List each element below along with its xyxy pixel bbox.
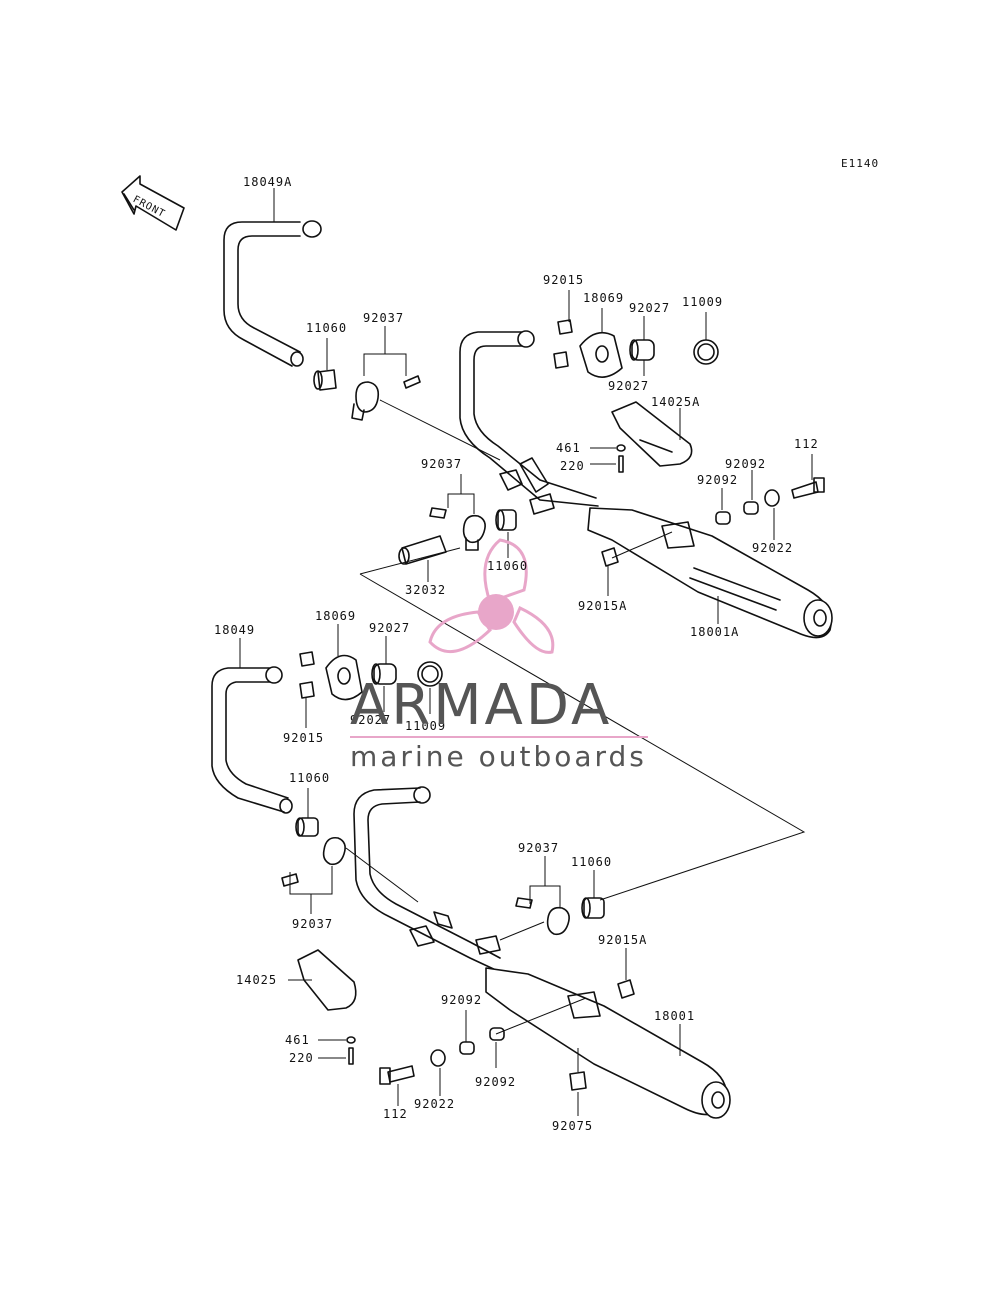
watermark-subtitle: marine outboards [350, 740, 647, 773]
part-label: 112 [794, 437, 819, 451]
part-label: 14025A [651, 395, 701, 409]
part-label: 92015 [283, 731, 325, 745]
part-label: 92092 [475, 1075, 517, 1089]
watermark-title: ARMADA [350, 673, 613, 738]
gasket-11060-c [295, 817, 319, 837]
heat-shield-14025a [611, 401, 693, 467]
washer-92022-b [430, 1049, 446, 1067]
part-label: 92022 [752, 541, 794, 555]
header-pipe-18049 [211, 666, 293, 814]
part-label: 11060 [487, 559, 529, 573]
part-label: 11060 [289, 771, 331, 785]
nut-92015a-b [617, 979, 635, 999]
flange-18069-b [325, 654, 363, 701]
part-label: 18049 [214, 623, 256, 637]
bolt-112-a [791, 477, 825, 499]
nut-92075 [569, 1071, 587, 1091]
part-label: 18049A [243, 175, 293, 189]
screw-220-a [618, 455, 624, 473]
flange-18069-a [579, 331, 623, 378]
muffler-18001 [485, 967, 731, 1119]
washer-461-a [616, 444, 626, 452]
part-label: 18001A [690, 625, 740, 639]
part-label: 92027 [350, 713, 392, 727]
bush-92092-d [489, 1027, 505, 1041]
bush-92092-c [459, 1041, 475, 1055]
gasket-11060-a [313, 369, 337, 391]
part-label: 92015A [598, 933, 648, 947]
part-label: 92027 [608, 379, 650, 393]
part-label: 11009 [405, 719, 447, 733]
part-label: 461 [285, 1033, 310, 1047]
screw-220-b [348, 1047, 354, 1065]
part-label: 92092 [725, 457, 767, 471]
part-label: 220 [560, 459, 585, 473]
header-pipe-18049a [223, 220, 322, 367]
nut-92015-c [299, 651, 315, 667]
ring-11009-b [417, 661, 443, 687]
ring-92027-b [371, 663, 397, 685]
part-label: 14025 [236, 973, 278, 987]
watermark-divider [350, 736, 648, 738]
bolt-112-b [379, 1065, 415, 1085]
part-label: 18001 [654, 1009, 696, 1023]
part-label: 92037 [363, 311, 405, 325]
part-label: 92075 [552, 1119, 594, 1133]
watermark-propeller-icon [428, 538, 555, 654]
clamp-92037-d [515, 897, 570, 936]
part-label: 92037 [421, 457, 463, 471]
leader-lines [239, 188, 813, 1116]
front-arrow-icon [121, 175, 185, 231]
ring-11009-a [693, 339, 719, 365]
part-label: 92022 [414, 1097, 456, 1111]
washer-461-b [346, 1036, 356, 1044]
part-label: 92037 [292, 917, 334, 931]
header-pipe-18001 [353, 786, 501, 973]
part-label: 92092 [697, 473, 739, 487]
part-label: 92015 [543, 273, 585, 287]
part-label: 92092 [441, 993, 483, 1007]
nut-92015-a [557, 319, 573, 335]
part-label: 32032 [405, 583, 447, 597]
part-label: 18069 [315, 609, 357, 623]
gasket-11060-b [495, 509, 517, 531]
part-label: 11009 [682, 295, 724, 309]
pipe-32032 [398, 535, 447, 565]
gasket-11060-d [581, 897, 605, 919]
part-label: 220 [289, 1051, 314, 1065]
bush-92092-b [715, 511, 731, 525]
watermark-propeller-hub [478, 594, 514, 630]
washer-92022-a [764, 489, 780, 507]
diagram-code: E1140 [841, 157, 880, 170]
ring-92027-a [629, 339, 655, 361]
part-label: 92015A [578, 599, 628, 613]
part-label: 11060 [571, 855, 613, 869]
clamp-92037-c [281, 836, 346, 887]
nut-92015-b [553, 351, 569, 369]
clamp-92037-a [351, 375, 421, 421]
part-label: 112 [383, 1107, 408, 1121]
muffler-18001a [587, 507, 833, 639]
bush-92092-a [743, 501, 759, 515]
nut-92015a-a [601, 547, 619, 567]
header-pipe-18001a [459, 330, 599, 515]
clamp-92037-b [429, 507, 486, 551]
nut-92015-d [299, 681, 315, 699]
part-label: 92037 [518, 841, 560, 855]
part-label: 92027 [629, 301, 671, 315]
heat-shield-14025 [297, 949, 357, 1011]
part-label: 11060 [306, 321, 348, 335]
part-label: 461 [556, 441, 581, 455]
part-label: 18069 [583, 291, 625, 305]
part-label: 92027 [369, 621, 411, 635]
